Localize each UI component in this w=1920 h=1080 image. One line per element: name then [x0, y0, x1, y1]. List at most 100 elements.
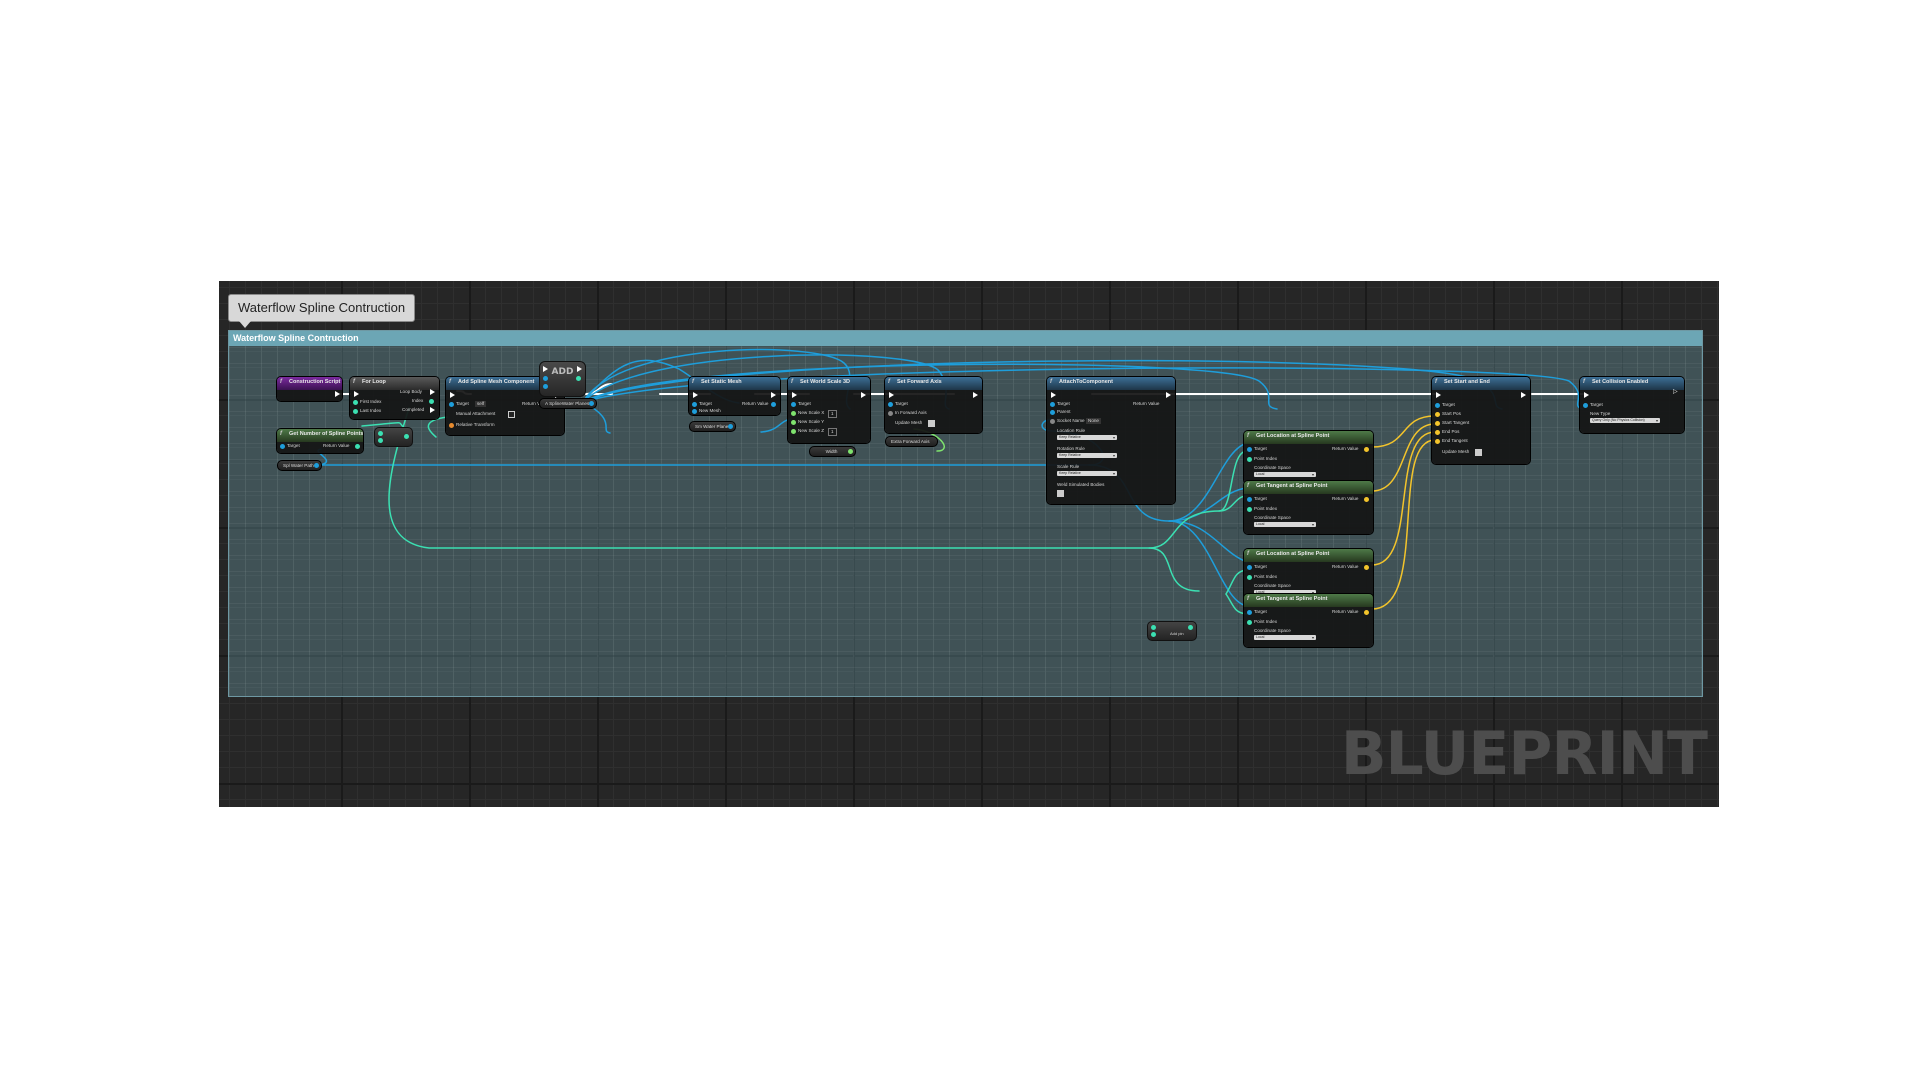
variable-out-pin[interactable]	[728, 424, 734, 429]
variable-out-pin[interactable]	[589, 401, 595, 406]
target-pin[interactable]	[791, 402, 796, 407]
new-mesh-pin[interactable]	[692, 409, 697, 414]
return-pin[interactable]	[1364, 565, 1369, 570]
exec-in-pin[interactable]	[693, 392, 698, 398]
input-pin[interactable]	[378, 431, 383, 436]
exec-out-pin[interactable]	[577, 366, 582, 372]
point-index-pin[interactable]	[1247, 620, 1252, 625]
coordinate-space-dropdown[interactable]: Local	[1254, 635, 1316, 640]
scale-y-pin[interactable]	[791, 420, 796, 425]
get-location-at-spline-point-node-1[interactable]: Get Location at Spline Point Target Retu…	[1244, 431, 1373, 484]
exec-out-pin[interactable]	[1166, 392, 1171, 398]
get-tangent-at-spline-point-node-2[interactable]: Get Tangent at Spline Point Target Retur…	[1244, 594, 1373, 647]
scale-z-pin[interactable]	[791, 429, 796, 434]
coordinate-space-dropdown[interactable]: Local	[1254, 522, 1316, 527]
forward-axis-pin[interactable]	[888, 411, 893, 416]
target-pin[interactable]	[1435, 403, 1440, 408]
exec-out-pin[interactable]	[861, 392, 866, 398]
width-variable[interactable]: Width	[809, 446, 856, 457]
update-mesh-checkbox[interactable]	[928, 420, 935, 427]
target-pin[interactable]	[1583, 403, 1588, 408]
new-type-dropdown[interactable]: Query Only (No Physics Collision)	[1590, 418, 1660, 423]
target-pin[interactable]	[1247, 610, 1252, 615]
index-out-pin[interactable]	[576, 376, 581, 381]
scale-x-value[interactable]: 1	[828, 410, 837, 418]
target-pin[interactable]	[449, 402, 454, 407]
increment-node[interactable]: Add pin	[1147, 621, 1197, 641]
socket-name-value[interactable]: None	[1086, 418, 1101, 424]
scale-rule-dropdown[interactable]: Keep Relative	[1057, 471, 1117, 476]
exec-in-pin[interactable]	[354, 391, 359, 397]
add-pin-label[interactable]: Add pin	[1170, 631, 1184, 636]
set-world-scale-3d-node[interactable]: Set World Scale 3D Target New Scale X 1 …	[788, 377, 870, 443]
index-pin[interactable]	[429, 399, 434, 404]
target-pin[interactable]	[888, 402, 893, 407]
last-index-pin[interactable]	[353, 409, 358, 414]
end-pos-pin[interactable]	[1435, 430, 1440, 435]
target-pin[interactable]	[1247, 565, 1252, 570]
exec-out-pin[interactable]: ▷	[1673, 389, 1678, 395]
input-pin[interactable]	[1151, 625, 1156, 630]
exec-in-pin[interactable]	[1051, 392, 1056, 398]
water-plane-mesh-variable[interactable]: Sm Water Plane	[689, 421, 737, 432]
set-collision-enabled-node[interactable]: Set Collision Enabled ▷ Target New Type …	[1580, 377, 1684, 433]
spline-water-planes-variable[interactable]: A SplineWater Planes	[539, 398, 598, 409]
scale-z-value[interactable]: 1	[828, 428, 837, 436]
exec-in-pin[interactable]	[450, 392, 455, 398]
comment-bubble[interactable]: Waterflow Spline Contruction	[228, 294, 416, 328]
subtract-node[interactable]	[374, 427, 413, 447]
manual-attachment-checkbox[interactable]	[508, 411, 515, 418]
output-pin[interactable]	[404, 434, 409, 439]
variable-out-pin[interactable]	[313, 463, 319, 468]
exec-in-pin[interactable]	[543, 366, 548, 372]
first-index-pin[interactable]	[353, 400, 358, 405]
get-tangent-at-spline-point-node-1[interactable]: Get Tangent at Spline Point Target Retur…	[1244, 481, 1373, 534]
return-pin[interactable]	[771, 402, 776, 407]
forward-axis-variable[interactable]: Extra Forward Axis	[885, 436, 938, 447]
input-pin[interactable]	[378, 438, 383, 443]
exec-out-pin[interactable]	[973, 392, 978, 398]
point-index-pin[interactable]	[1247, 507, 1252, 512]
target-value[interactable]: self	[475, 401, 487, 407]
location-rule-dropdown[interactable]: Keep Relative	[1057, 435, 1117, 440]
array-add-node[interactable]: ADD	[539, 361, 586, 397]
scale-x-pin[interactable]	[791, 411, 796, 416]
input-pin[interactable]	[1151, 632, 1156, 637]
target-pin[interactable]	[692, 402, 697, 407]
exec-out-pin[interactable]	[335, 391, 340, 397]
array-pin[interactable]	[543, 376, 548, 381]
start-pos-pin[interactable]	[1435, 412, 1440, 417]
item-pin[interactable]	[543, 384, 548, 389]
return-pin[interactable]	[1364, 497, 1369, 502]
for-loop-node[interactable]: For Loop First Index Last Index Loop Bod…	[350, 377, 439, 419]
loop-body-pin[interactable]	[430, 389, 435, 395]
variable-out-pin[interactable]	[848, 449, 853, 454]
exec-in-pin[interactable]	[1436, 392, 1441, 398]
parent-pin[interactable]	[1050, 410, 1055, 415]
exec-in-pin[interactable]	[1584, 392, 1589, 398]
rotation-rule-dropdown[interactable]: Keep Relative	[1057, 453, 1117, 458]
end-tangent-pin[interactable]	[1435, 439, 1440, 444]
relative-transform-pin[interactable]	[449, 423, 454, 428]
output-pin[interactable]	[1188, 625, 1193, 630]
target-pin[interactable]	[280, 444, 285, 449]
attach-to-component-node[interactable]: AttachToComponent Target Return Value Pa…	[1047, 377, 1175, 504]
exec-in-pin[interactable]	[792, 392, 797, 398]
point-index-pin[interactable]	[1247, 457, 1252, 462]
return-pin[interactable]	[355, 444, 360, 449]
weld-checkbox[interactable]	[1057, 490, 1064, 497]
return-pin[interactable]	[1364, 610, 1369, 615]
target-pin[interactable]	[1247, 447, 1252, 452]
set-forward-axis-node[interactable]: Set Forward Axis Target In Forward Axis …	[885, 377, 982, 433]
coordinate-space-dropdown[interactable]: Local	[1254, 472, 1316, 477]
spline-variable-node[interactable]: Spl Water Path	[277, 460, 322, 471]
return-pin[interactable]	[1364, 447, 1369, 452]
update-mesh-checkbox[interactable]	[1475, 449, 1482, 456]
get-number-of-spline-points-node[interactable]: Get Number of Spline Points Target Retur…	[277, 429, 363, 453]
blueprint-graph-canvas[interactable]: Waterflow Spline Contruction Waterflow S…	[219, 281, 1719, 807]
construction-script-node[interactable]: Construction Script	[277, 377, 342, 401]
target-pin[interactable]	[1247, 497, 1252, 502]
exec-out-pin[interactable]	[1521, 392, 1526, 398]
set-start-and-end-node[interactable]: Set Start and End Target Start Pos Start…	[1432, 377, 1530, 464]
socket-name-pin[interactable]	[1050, 419, 1055, 424]
